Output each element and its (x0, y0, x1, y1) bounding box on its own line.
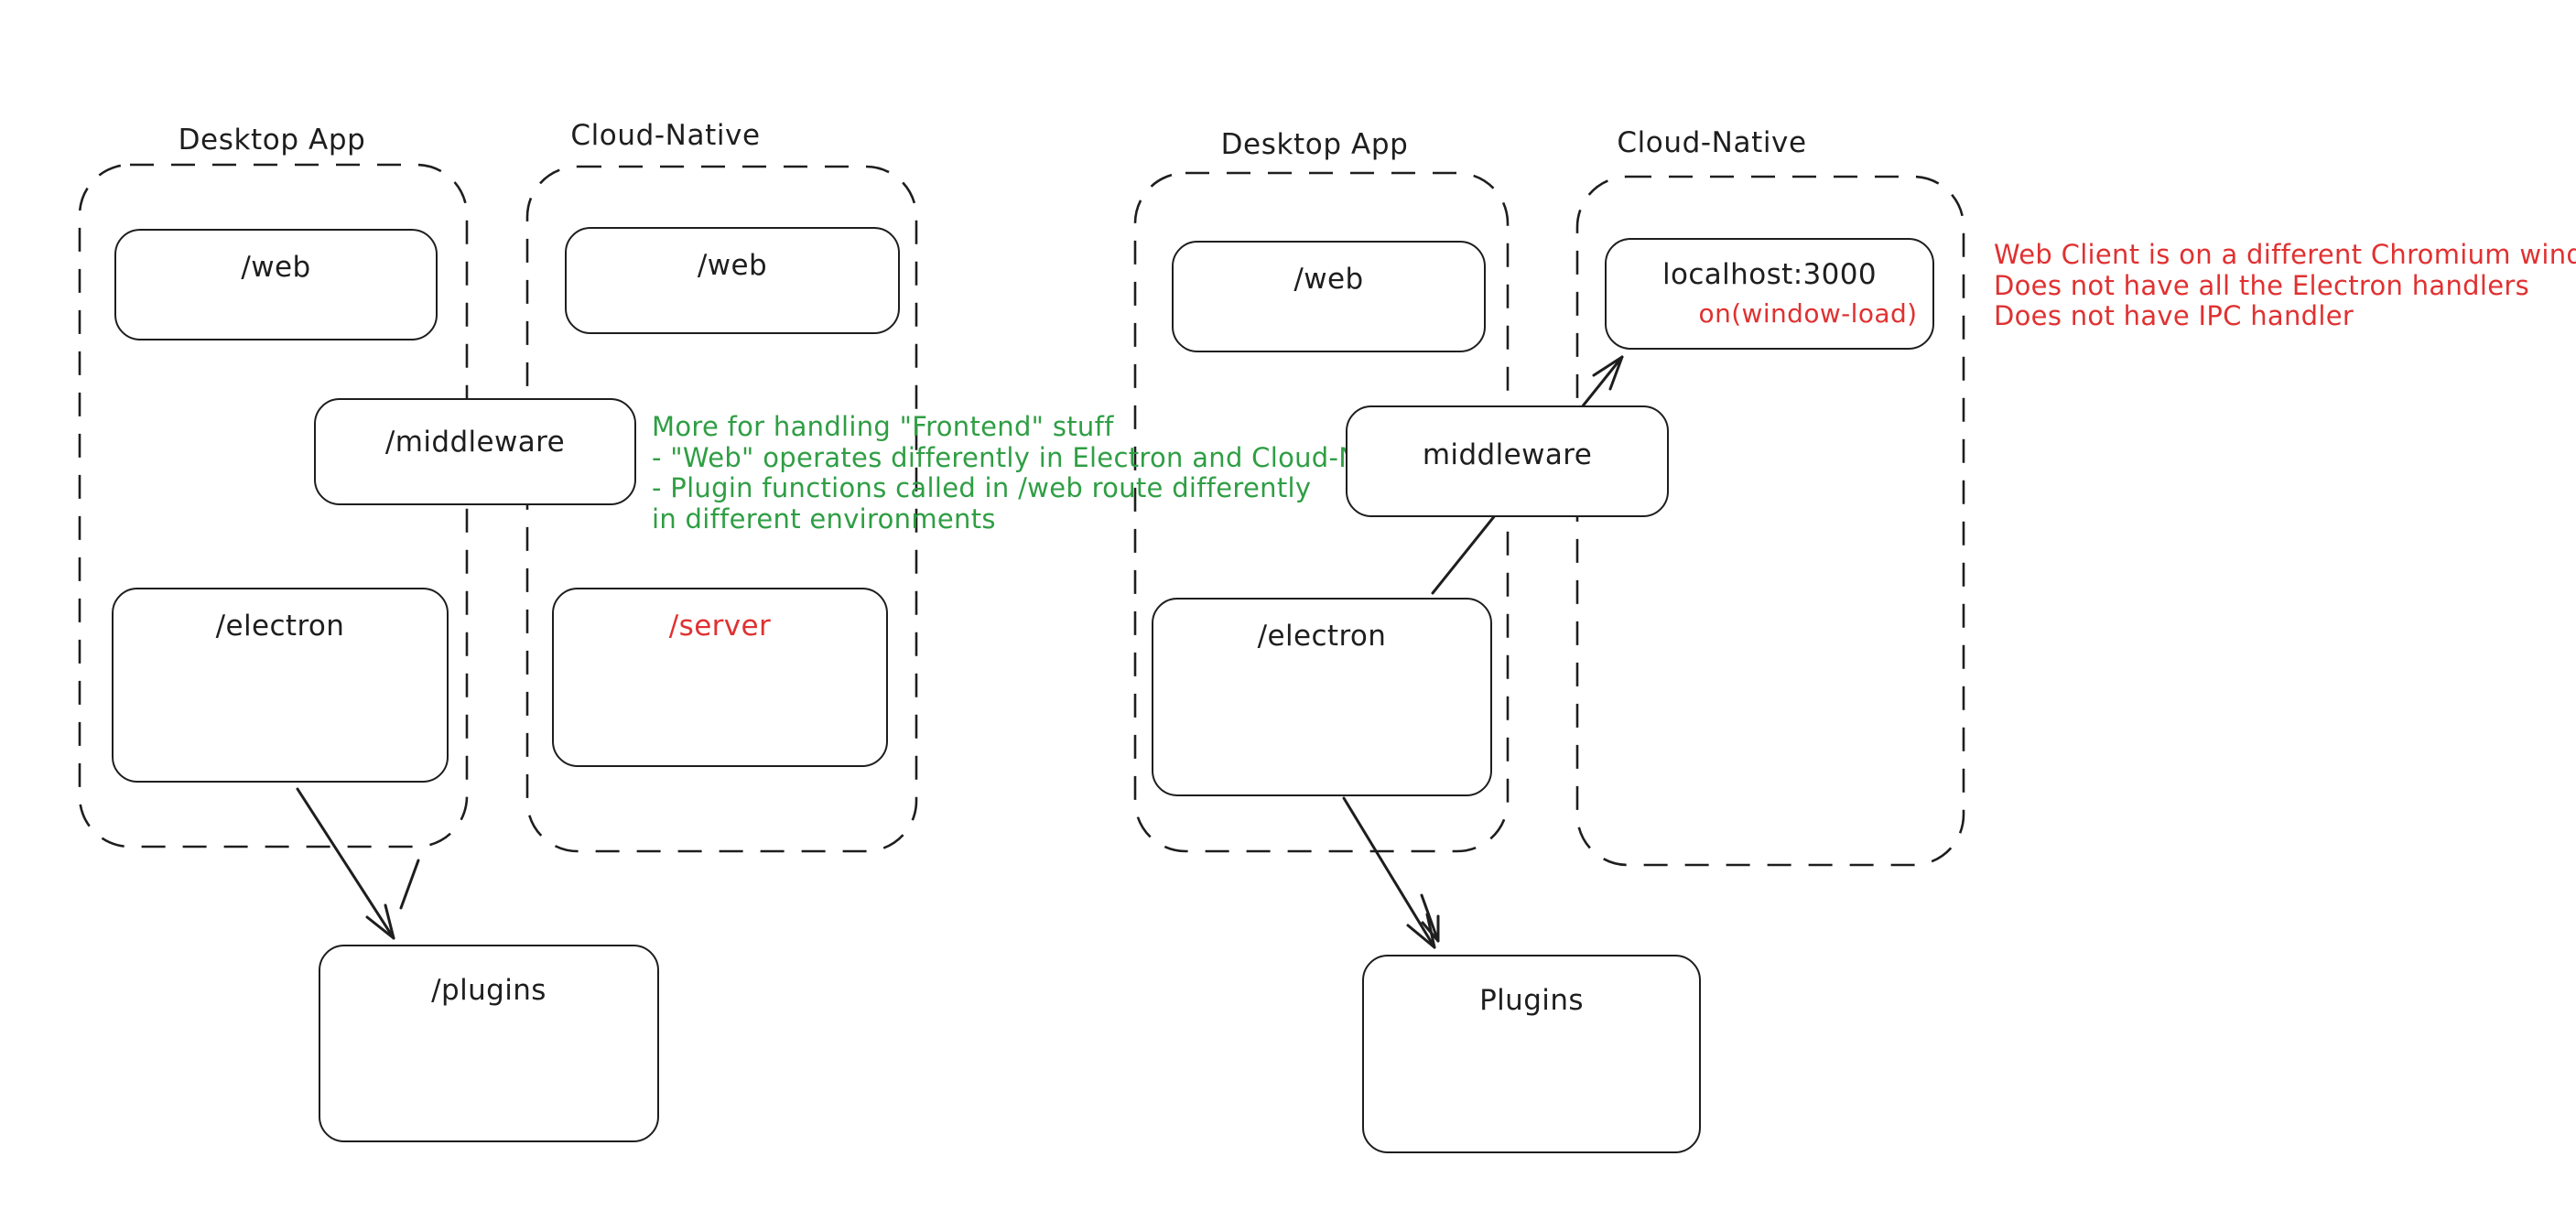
node-web-right-label: /web (1293, 263, 1364, 296)
red-annotation: Web Client is on a different Chromium wi… (1994, 239, 2576, 332)
label-cloud-native-left: Cloud-Native (570, 119, 761, 152)
label-desktop-app-left: Desktop App (178, 124, 366, 157)
node-server-left: /server (552, 588, 888, 767)
node-middleware-right: middleware (1346, 405, 1669, 517)
node-middleware-right-label: middleware (1422, 438, 1593, 471)
node-window-load-label: on(window-load) (1698, 298, 1918, 329)
arrow-electron-to-plugins-right (1342, 796, 1440, 949)
node-electron-left-label: /electron (215, 610, 345, 643)
node-plugins-left-label: /plugins (431, 974, 547, 1007)
node-plugins-right: Plugins (1362, 955, 1701, 1153)
node-middleware-left-label: /middleware (384, 426, 566, 459)
node-web-desktop-left: /web (114, 229, 438, 340)
green-annotation: More for handling "Frontend" stuff - "We… (652, 411, 1426, 535)
node-electron-left: /electron (112, 588, 449, 783)
red-annotation-line-1: Web Client is on a different Chromium wi… (1994, 239, 2576, 270)
node-web-cloud-left-label: /web (697, 249, 768, 282)
green-annotation-line-3: - Plugin functions called in /web route … (652, 472, 1312, 503)
node-plugins-left: /plugins (319, 945, 659, 1142)
arrow-electron-to-plugins-left (296, 787, 420, 940)
green-annotation-line-2: - "Web" operates differently in Electron… (652, 441, 1426, 473)
node-web-right: /web (1172, 241, 1486, 352)
red-annotation-line-2: Does not have all the Electron handlers (1994, 269, 2529, 301)
node-web-desktop-left-label: /web (241, 251, 311, 284)
node-web-cloud-left: /web (565, 227, 900, 334)
green-annotation-line-1: More for handling "Frontend" stuff (652, 411, 1114, 442)
node-localhost-right: localhost:3000 on(window-load) (1605, 238, 1934, 350)
node-electron-right-label: /electron (1257, 620, 1387, 653)
label-desktop-app-right: Desktop App (1220, 128, 1409, 161)
node-localhost-label: localhost:3000 (1661, 258, 1878, 291)
node-middleware-left: /middleware (314, 398, 636, 505)
node-electron-right: /electron (1152, 598, 1492, 796)
node-plugins-right-label: Plugins (1479, 984, 1584, 1017)
red-annotation-line-3: Does not have IPC handler (1994, 300, 2354, 331)
node-server-left-label: /server (668, 610, 772, 643)
label-cloud-native-right: Cloud-Native (1617, 126, 1807, 159)
green-annotation-line-4: in different environments (652, 503, 996, 535)
